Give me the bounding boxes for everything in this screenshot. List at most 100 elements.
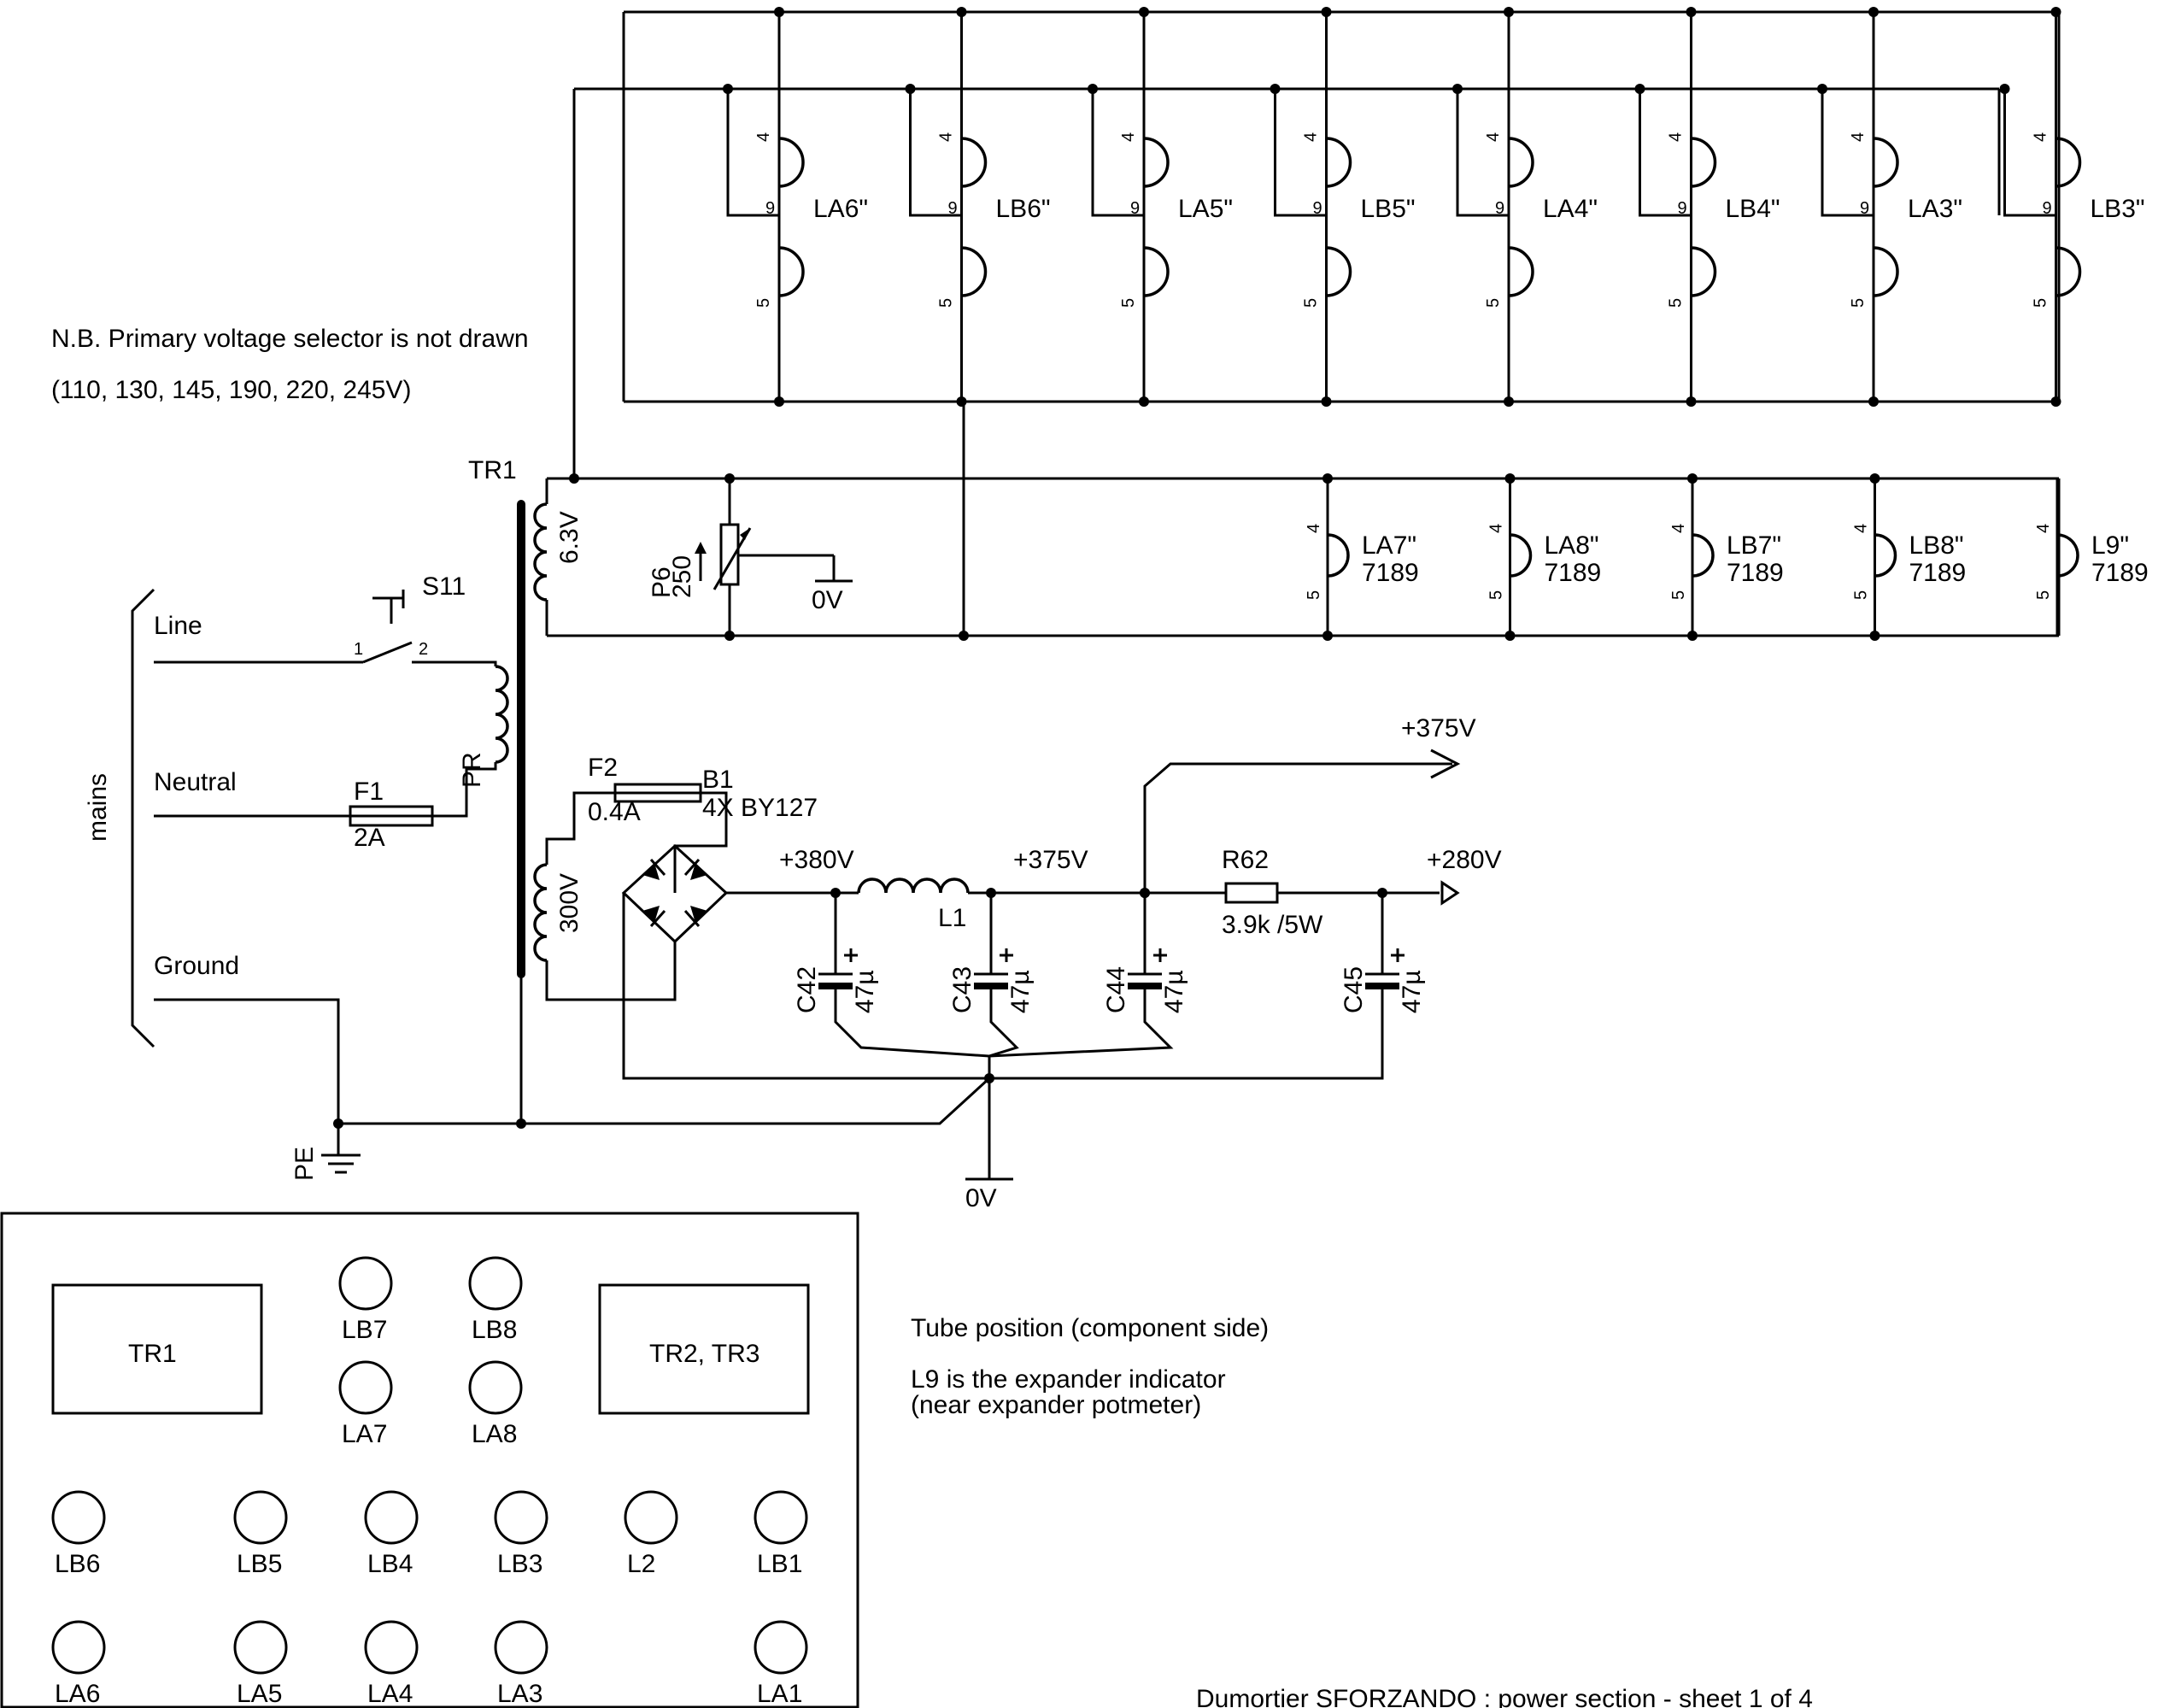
transformer-tr1: TR1 6.3V PR 300V [458, 456, 584, 1129]
footer-title: Dumortier SFORZANDO : power section - sh… [1196, 1685, 1813, 1708]
heater-lamp-type: 7189 [1727, 559, 1784, 587]
capacitor-ref: C44 [1102, 966, 1130, 1013]
heater-lamp-label: LB7" [1727, 531, 1781, 560]
b1-ref: B1 [702, 766, 734, 794]
ground-label: Ground [154, 952, 239, 980]
top-lamp-label: LA6" [813, 195, 868, 223]
neutral-label: Neutral [154, 768, 237, 796]
tube-socket-label: LB4 [367, 1550, 413, 1578]
bridge-diodes [642, 859, 707, 927]
note-expander-line1: L9 is the expander indicator [911, 1365, 1226, 1394]
l1-ref: L1 [938, 904, 966, 932]
tube-socket-label: LA4 [367, 1680, 413, 1708]
tube-socket-label: LA6 [55, 1680, 100, 1708]
pin-5-label: 5 [2032, 298, 2050, 308]
tube-socket-label: LA1 [757, 1680, 802, 1708]
heater-lamp-type: 7189 [2091, 559, 2149, 587]
note-selector-line2: (110, 130, 145, 190, 220, 245V) [51, 376, 411, 404]
f1-ref: F1 [354, 778, 384, 806]
tube-socket-la1: LA1 [754, 1620, 808, 1708]
note-selector-line1: N.B. Primary voltage selector is not dra… [51, 325, 529, 353]
top-lamp-label: LA5" [1178, 195, 1233, 223]
tube-socket-label: LB6 [55, 1550, 100, 1578]
pin-5-label: 5 [1484, 298, 1503, 308]
top-lamp-label: LB5" [1361, 195, 1416, 223]
tube-socket-label: LB8 [472, 1316, 517, 1344]
ground-0v-label: 0V [965, 1184, 997, 1212]
tube-socket-la7: LA7 [338, 1360, 393, 1448]
p6-ground-label: 0V [812, 586, 843, 614]
p6-value: 250 [668, 555, 696, 598]
tube-socket-la8: LA8 [468, 1360, 523, 1448]
mains-input: mains Line Neutral Ground S11 1 2 F1 2A … [84, 572, 521, 1181]
tube-socket-label: LA8 [472, 1420, 517, 1448]
b1-value: 4X BY127 [702, 794, 818, 822]
note-tube-position: Tube position (component side) [911, 1314, 1269, 1342]
tube-socket-la3: LA3 [494, 1620, 548, 1708]
r62-ref: R62 [1222, 846, 1269, 874]
s11-ref: S11 [422, 572, 466, 601]
tube-socket-label: LB1 [757, 1550, 802, 1578]
pin-9-label: 9 [1130, 199, 1140, 218]
pin-4-label: 4 [1487, 524, 1506, 533]
v375-label: +375V [1013, 846, 1088, 874]
tube-socket-lb6: LB6 [51, 1490, 106, 1578]
pin-5-label: 5 [1487, 590, 1506, 600]
pin-9-label: 9 [2043, 199, 2052, 218]
top-lamp-label: LA4" [1543, 195, 1598, 223]
pin-5-label: 5 [754, 298, 773, 308]
p6-ref: P6 [648, 566, 676, 598]
line-label: Line [154, 612, 202, 640]
heater-lamp-type: 7189 [1545, 559, 1602, 587]
mains-label: mains [84, 773, 112, 842]
panel-box-tr2-tr3: TR2, TR3 [649, 1340, 759, 1368]
tube-socket-lb8: LB8 [468, 1256, 523, 1344]
tube-socket-lb5: LB5 [233, 1490, 288, 1578]
pin-5-label: 5 [937, 298, 956, 308]
tube-socket-lb7: LB7 [338, 1256, 393, 1344]
heater-lamp-label: LB8" [1909, 531, 1964, 560]
heater-lamp-label: L9" [2091, 531, 2129, 560]
capacitor-ref: C42 [793, 966, 821, 1013]
top-lamp-label: LA3" [1908, 195, 1962, 223]
capacitor-value: 47µ [1160, 970, 1188, 1013]
pin-4-label: 4 [1302, 132, 1321, 142]
pin-4-label: 4 [1305, 524, 1323, 533]
tube-socket-la4: LA4 [364, 1620, 419, 1708]
top-lamp-label: LB4" [1726, 195, 1780, 223]
tube-socket-label: LB7 [342, 1316, 387, 1344]
tube-socket-label: LB3 [497, 1550, 542, 1578]
pin-4-label: 4 [1849, 132, 1868, 142]
top-lamp-label: LB6" [996, 195, 1051, 223]
pin-9-label: 9 [948, 199, 958, 218]
panel-box-tr1: TR1 [128, 1340, 177, 1368]
pin-5-label: 5 [1667, 298, 1686, 308]
s11-pin1: 1 [354, 640, 363, 659]
capacitor-value: 47µ [1398, 970, 1426, 1013]
pin-5-label: 5 [1852, 590, 1871, 600]
tube-socket-l2: L2 [624, 1490, 678, 1578]
pin-5-label: 5 [1669, 590, 1688, 600]
pin-4-label: 4 [1852, 524, 1871, 533]
v280-label: +280V [1427, 846, 1502, 874]
r62-value: 3.9k /5W [1222, 911, 1323, 939]
f2-value: 0.4A [588, 798, 641, 826]
pin-9-label: 9 [1678, 199, 1687, 218]
top-lamp-label: LB3" [2091, 195, 2145, 223]
